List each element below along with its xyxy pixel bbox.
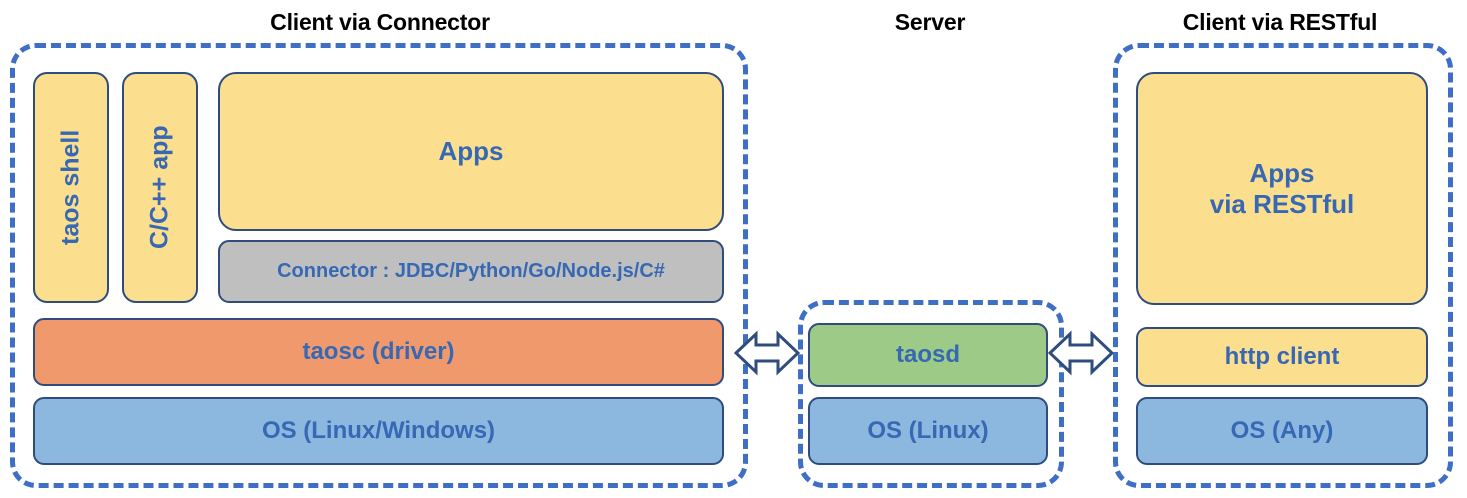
box-c-cpp-app[interactable]: C/C++ app (122, 72, 198, 303)
box-connector-list[interactable]: Connector : JDBC/Python/Go/Node.js/C# (218, 240, 724, 303)
group-server (798, 300, 1064, 488)
right-left-double-arrow-icon (1048, 325, 1114, 381)
left-right-double-arrow-icon (734, 325, 800, 381)
box-taosd[interactable]: taosd (808, 323, 1048, 387)
section-title-client-connector: Client via Connector (270, 9, 490, 35)
box-apps-via-restful[interactable]: Apps via RESTful (1136, 72, 1428, 305)
box-os-linux-windows[interactable]: OS (Linux/Windows) (33, 397, 724, 465)
box-taosc-driver[interactable]: taosc (driver) (33, 318, 724, 386)
section-title-server: Server (894, 9, 966, 35)
group-client-via-restful (1113, 43, 1453, 488)
box-os-linux[interactable]: OS (Linux) (808, 397, 1048, 465)
box-taos-shell[interactable]: taos shell (33, 72, 109, 303)
group-client-via-connector (10, 43, 748, 488)
section-title-client-restful: Client via RESTful (1182, 9, 1378, 35)
box-os-any[interactable]: OS (Any) (1136, 397, 1428, 465)
box-http-client[interactable]: http client (1136, 327, 1428, 387)
box-apps-connector[interactable]: Apps (218, 72, 724, 231)
